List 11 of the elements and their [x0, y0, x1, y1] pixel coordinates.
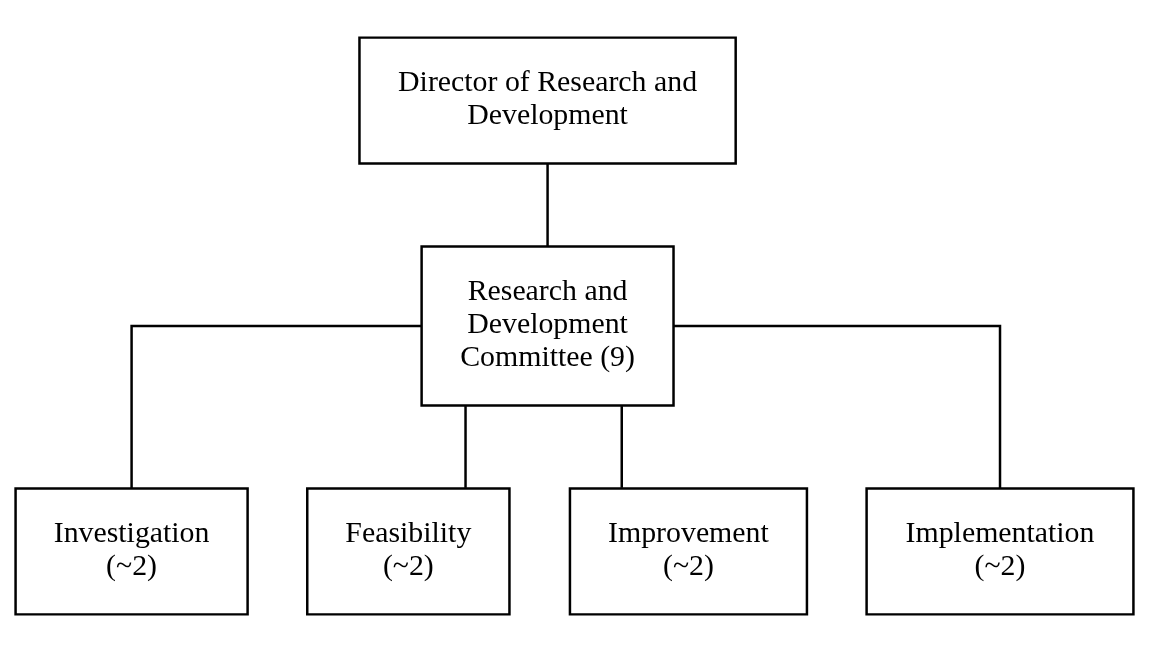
connector: [673, 324, 1002, 488]
node-box: Investigation (~2): [14, 486, 249, 616]
connector: [464, 405, 467, 488]
node-box: Feasibility (~2): [306, 486, 511, 616]
connector: [130, 324, 422, 488]
connector: [620, 405, 623, 488]
node-box: Director of Research and Development: [358, 35, 737, 165]
connector: [546, 163, 549, 246]
node-box: Research and Development Committee (9): [420, 244, 675, 407]
node-box: Improvement (~2): [568, 486, 809, 616]
node-box: Implementation (~2): [865, 486, 1135, 616]
